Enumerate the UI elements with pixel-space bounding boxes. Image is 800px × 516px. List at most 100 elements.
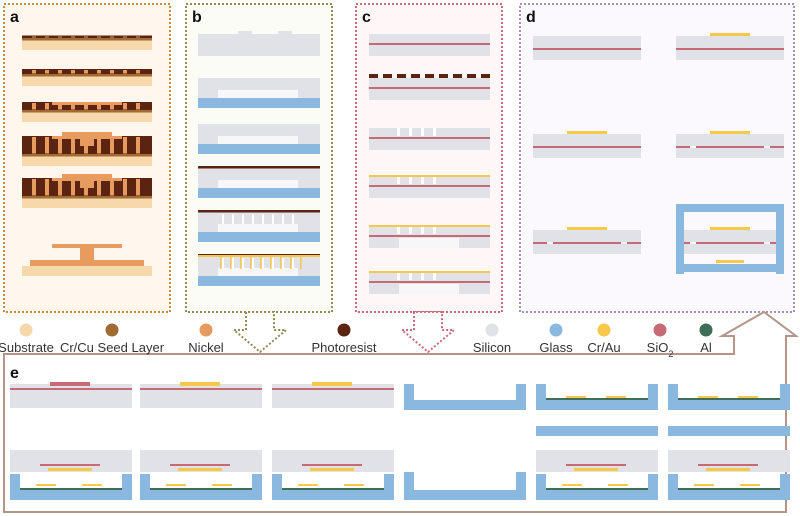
- sio2-layer: [140, 388, 262, 390]
- glass-wall: [676, 204, 684, 274]
- etched-trench: [433, 128, 436, 136]
- silicon-bump: [278, 31, 292, 35]
- glass-base: [272, 490, 394, 500]
- seed-layer: [22, 154, 152, 157]
- al-layer: [678, 488, 780, 490]
- nickel-feature: [71, 70, 75, 74]
- process-steps: [10, 31, 790, 500]
- cavity: [218, 90, 298, 98]
- sio2-gap: [764, 242, 770, 244]
- sio2-gap: [690, 146, 696, 148]
- sio2-layer: [272, 388, 394, 390]
- al-layer: [546, 398, 648, 400]
- sio2-layer: [369, 185, 490, 187]
- step-e-7: [10, 450, 132, 500]
- legend-swatch: [653, 323, 667, 337]
- crau-pad: [166, 484, 186, 486]
- sio2-layer: [533, 242, 641, 244]
- step-c-3: [369, 128, 490, 150]
- etched-trench: [433, 272, 436, 280]
- glass-wall: [404, 384, 414, 410]
- glass-wall: [252, 474, 262, 500]
- crau-pad: [706, 468, 750, 471]
- glass-wall: [536, 384, 546, 410]
- legend-label: Cr/Au: [587, 340, 620, 355]
- step-e-10: [404, 472, 526, 500]
- nickel-feature: [97, 179, 101, 196]
- al-layer: [678, 398, 780, 400]
- step-b-4: [198, 166, 320, 198]
- step-c-4: [369, 175, 490, 198]
- sio2-layer: [369, 235, 490, 237]
- nickel-feature: [97, 36, 101, 38]
- seed-layer: [22, 74, 152, 77]
- legend-swatch: [105, 323, 119, 337]
- legend-label: Al: [700, 340, 712, 355]
- nickel-feature: [71, 103, 75, 110]
- crau-layer: [369, 225, 490, 227]
- nickel-feature: [32, 137, 36, 154]
- crau-layer: [369, 175, 490, 177]
- etched-trench: [272, 214, 274, 224]
- etched-trench: [282, 214, 284, 224]
- etched-trench: [409, 176, 412, 184]
- sio2-gap: [547, 242, 553, 244]
- legend-swatch: [485, 323, 499, 337]
- silicon-wafer: [140, 450, 262, 472]
- nickel-feature: [84, 103, 88, 110]
- nickel-feature: [110, 137, 114, 154]
- crau-sidewall: [280, 257, 282, 269]
- glass-base: [404, 400, 526, 410]
- sio2-layer: [566, 464, 626, 466]
- silicon-wafer: [536, 450, 658, 472]
- panel-label-a: a: [10, 9, 19, 26]
- crau-pad: [738, 396, 758, 398]
- crau-pad-bottom: [716, 260, 744, 263]
- crau-pad: [606, 396, 626, 398]
- nickel-feature: [110, 179, 114, 196]
- nickel-base: [30, 260, 144, 266]
- nickel-feature: [84, 36, 88, 38]
- panel-label-b: b: [192, 9, 202, 26]
- nickel-feature: [136, 70, 140, 74]
- nickel-feature: [32, 36, 36, 38]
- crau-pad: [178, 468, 222, 471]
- etched-trench: [433, 176, 436, 184]
- etched-trench: [242, 258, 244, 268]
- glass-base: [536, 400, 658, 410]
- top-pad: [180, 382, 220, 386]
- etched-trench: [252, 258, 254, 268]
- crau-sidewall: [230, 257, 232, 269]
- step-c-1: [369, 34, 490, 56]
- crau-layer: [369, 271, 490, 273]
- crau-pad: [698, 396, 718, 398]
- legend-label: Silicon: [473, 340, 511, 355]
- etched-trench: [409, 226, 412, 234]
- legend-item-1: Substrate: [0, 323, 54, 355]
- crau-pad: [694, 484, 714, 486]
- top-pad: [312, 382, 352, 386]
- sio2-layer: [698, 464, 758, 466]
- al-layer: [20, 488, 122, 490]
- cavity: [218, 268, 298, 276]
- etched-trench: [421, 128, 424, 136]
- legend-item-6: Glass: [539, 323, 573, 355]
- arrow-b-to-e: [231, 311, 289, 354]
- sio2-layer: [676, 146, 784, 148]
- sio2-layer: [40, 464, 100, 466]
- glass-wall: [668, 474, 678, 500]
- panel-labels: a b c d e: [10, 9, 536, 382]
- panel-label-e: e: [10, 365, 19, 382]
- nickel-feature: [97, 103, 101, 110]
- nickel-feature: [32, 103, 36, 110]
- step-e-3: [272, 382, 394, 408]
- crau-pad: [567, 131, 607, 134]
- seed-layer: [22, 110, 152, 113]
- legend-item-5: Silicon: [473, 323, 511, 355]
- step-e-9: [272, 450, 394, 500]
- silicon-wafer: [140, 384, 262, 408]
- etched-trench: [409, 128, 412, 136]
- crau-sidewall: [240, 257, 242, 269]
